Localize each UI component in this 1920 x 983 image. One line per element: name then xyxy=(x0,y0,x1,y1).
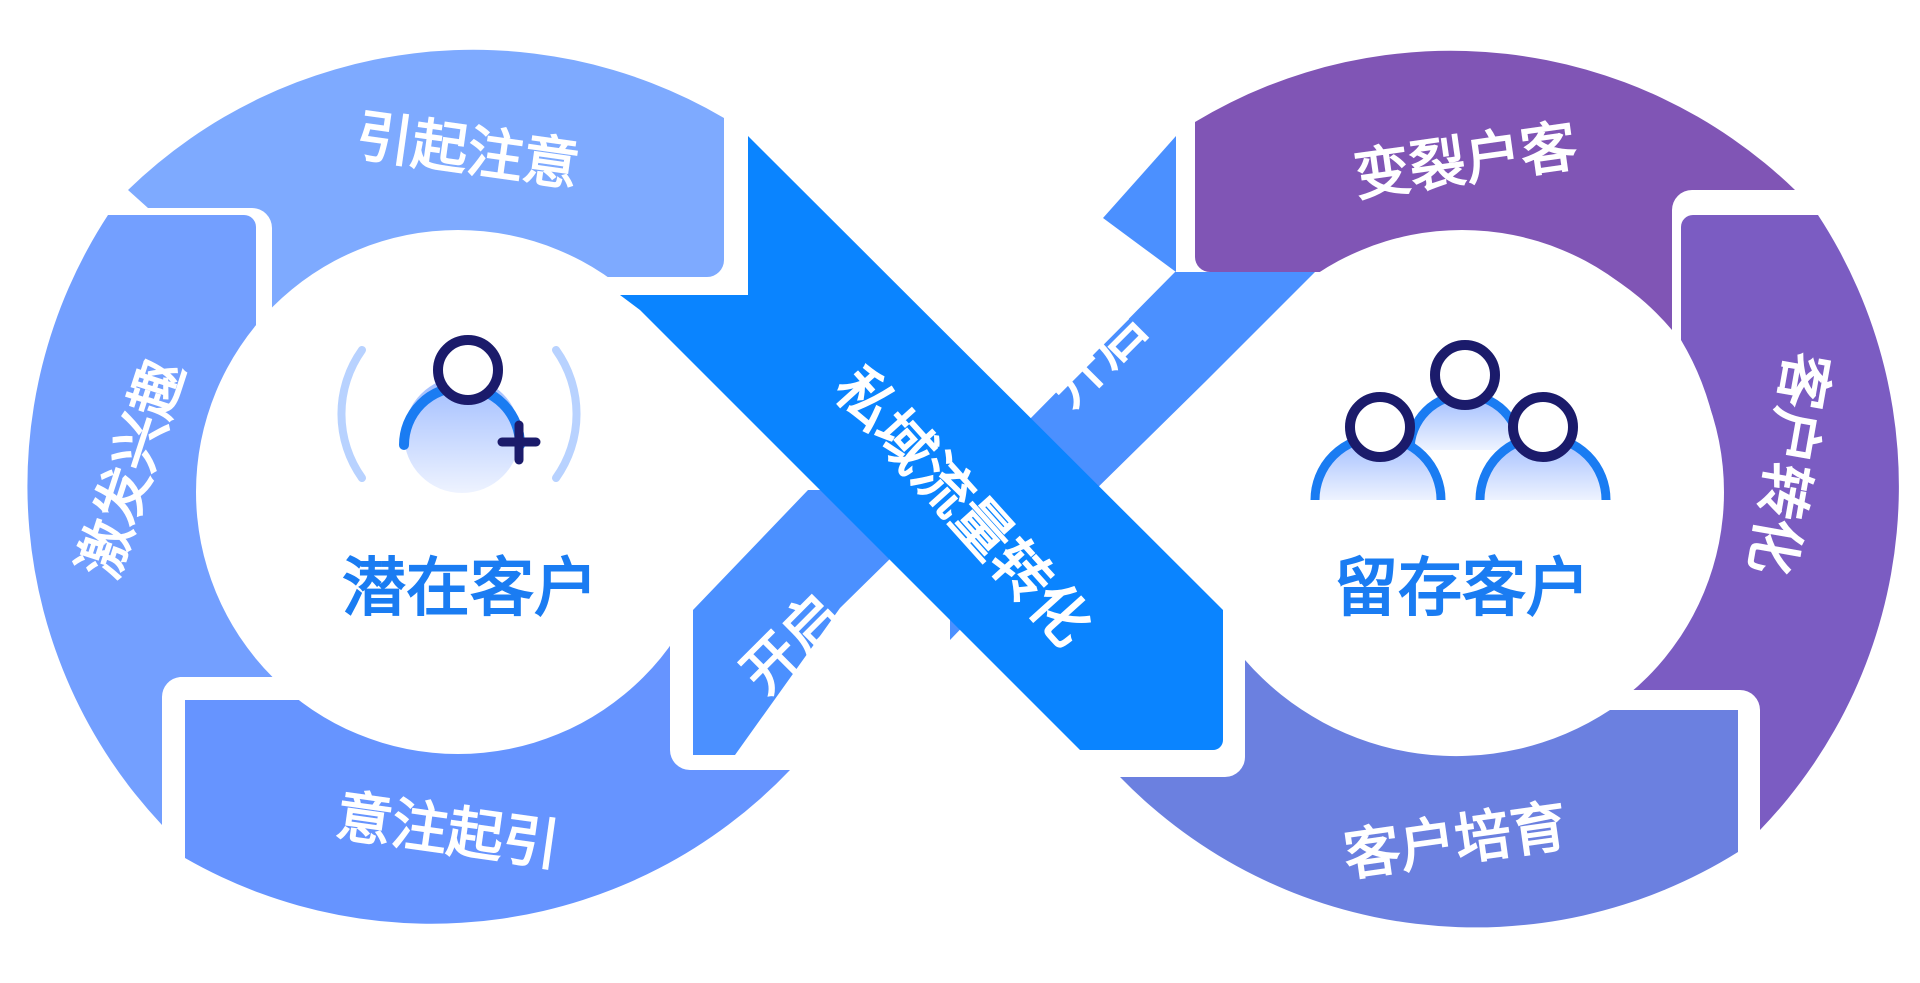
right-segment-nurture xyxy=(1120,660,1738,928)
left-loop: 潜在客户 xyxy=(27,49,790,924)
left-center-label: 潜在客户 xyxy=(342,552,598,626)
right-loop: 留存客户 xyxy=(1120,50,1899,928)
upper-arrow-head xyxy=(1103,136,1176,272)
users-group-icon xyxy=(1310,340,1611,501)
right-center-label: 留存客户 xyxy=(1334,552,1590,626)
right-hub xyxy=(1200,230,1724,754)
user-add-icon xyxy=(337,335,581,493)
lower-arrow-band xyxy=(693,490,960,755)
right-segment-conversion xyxy=(1630,215,1899,830)
main-diagonal-band xyxy=(620,136,1223,750)
